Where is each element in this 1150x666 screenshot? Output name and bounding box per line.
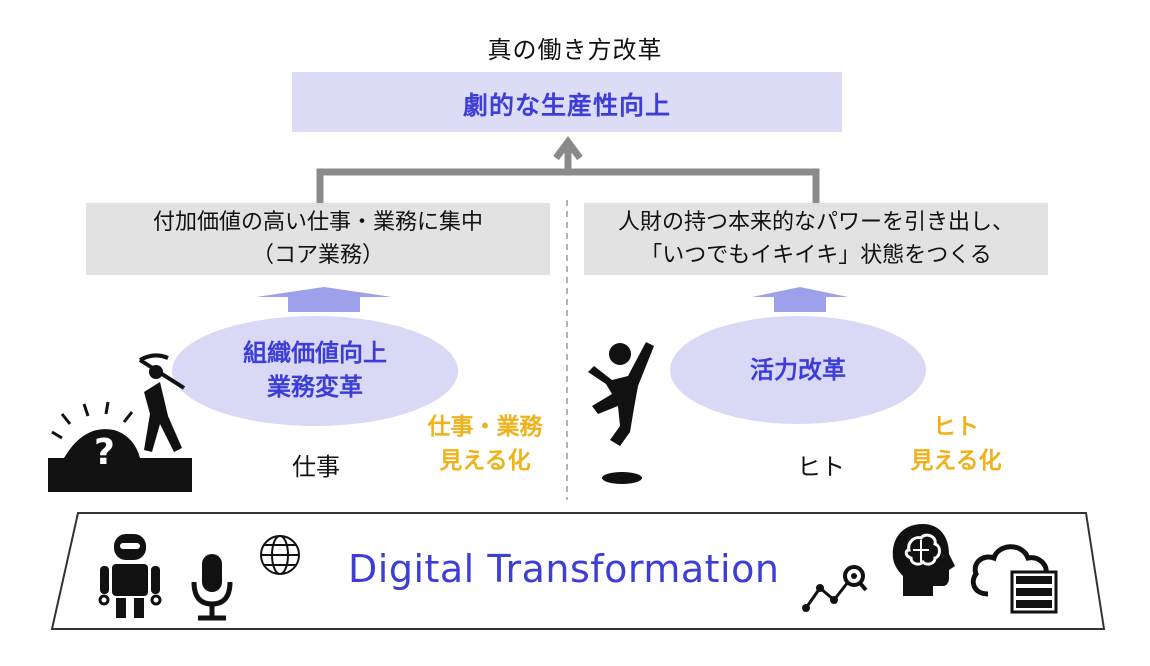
vitality-reform-ellipse — [670, 316, 926, 424]
microphone-icon — [191, 554, 233, 621]
work-visualization-line2: 見える化 — [439, 448, 531, 474]
left-up-arrow — [256, 287, 392, 312]
page-title: 真の働き方改革 — [487, 36, 663, 64]
goal-label: 劇的な生産性向上 — [462, 91, 671, 120]
globe-icon — [260, 535, 300, 575]
people-power-line1: 人財の持つ本来的なパワーを引き出し、 — [617, 210, 1014, 235]
goal-box — [292, 72, 842, 132]
work-visualization-line1: 仕事・業務 — [427, 414, 543, 440]
digital-transformation-band — [50, 512, 1106, 630]
org-value-ellipse — [172, 316, 458, 426]
people-visualization-line1: ヒト — [933, 414, 979, 440]
people-power-box — [584, 203, 1048, 275]
cloud-server-icon — [970, 544, 1058, 614]
jumping-person-icon — [588, 342, 654, 484]
goal-arrowhead — [553, 136, 583, 161]
robot-icon — [98, 534, 162, 618]
right-up-arrow — [752, 287, 848, 312]
org-value-line2: 業務変革 — [267, 373, 363, 401]
analytics-search-icon — [802, 565, 868, 612]
core-work-line1: 付加価値の高い仕事・業務に集中 — [152, 210, 483, 235]
brain-head-icon — [892, 524, 955, 596]
org-value-line1: 組織価値向上 — [243, 339, 387, 367]
digital-transformation-label: Digital Transformation — [348, 547, 780, 591]
people-power-line2: 「いつでもイキイキ」状態をつくる — [640, 243, 992, 268]
core-work-line2: （コア業務） — [251, 243, 384, 268]
people-label: ヒト — [797, 453, 845, 481]
merge-connector — [316, 168, 820, 203]
work-label: 仕事 — [292, 453, 340, 481]
question-mining-person-icon: ? — [48, 353, 192, 492]
people-visualization-line2: 見える化 — [910, 448, 1002, 474]
svg-text:?: ? — [94, 432, 115, 473]
vitality-reform-label: 活力改革 — [750, 356, 846, 384]
core-work-box — [86, 203, 550, 275]
